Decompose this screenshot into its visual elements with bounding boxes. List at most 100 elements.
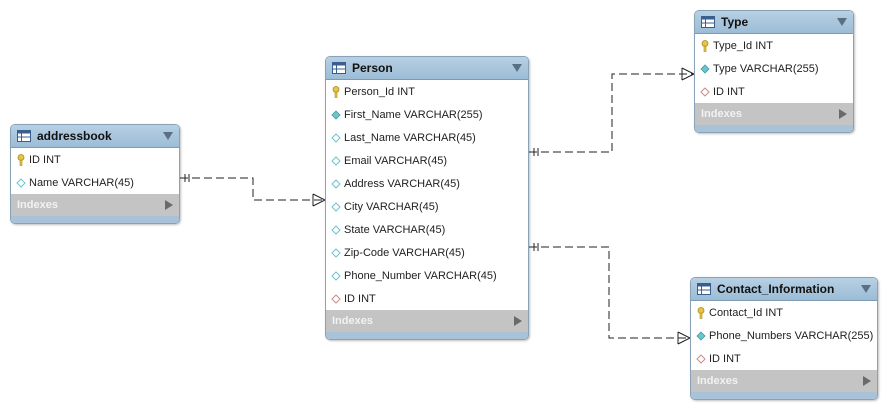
expand-arrow-icon[interactable] [839,109,847,119]
column-row[interactable]: Type_Id INT [695,34,853,57]
column-label: Zip-Code VARCHAR(45) [344,246,465,259]
attribute-diamond-icon [331,132,341,144]
indexes-section[interactable]: Indexes [326,310,528,332]
primary-key-icon [331,85,341,98]
foreign-key-diamond-icon [700,86,710,98]
expand-arrow-icon[interactable] [514,316,522,326]
entity-contact-information[interactable]: Contact_Information Contact_Id INT Phone_… [690,277,878,400]
entity-title: addressbook [37,129,112,143]
column-label: ID INT [713,85,745,98]
column-row[interactable]: State VARCHAR(45) [326,218,528,241]
attribute-diamond-icon [331,247,341,259]
attribute-diamond-icon [16,177,26,189]
column-label: Phone_Numbers VARCHAR(255) [709,329,874,342]
crowfoot-many-mark [312,193,327,207]
relationship-person-contact-information[interactable] [529,243,692,345]
expand-arrow-icon[interactable] [165,200,173,210]
entity-header[interactable]: Contact_Information [691,278,877,301]
filled-diamond-icon [700,63,710,75]
column-row[interactable]: ID INT [691,347,877,370]
entity-person[interactable]: Person Person_Id INT First_Name VARCHAR(2… [325,56,529,340]
table-icon [697,283,711,295]
indexes-section[interactable]: Indexes [691,370,877,392]
column-label: Address VARCHAR(45) [344,177,460,190]
column-list: Contact_Id INT Phone_Numbers VARCHAR(255)… [691,301,877,370]
column-row[interactable]: Contact_Id INT [691,301,877,324]
column-label: State VARCHAR(45) [344,223,446,236]
collapse-arrow-icon[interactable] [512,64,522,72]
indexes-label: Indexes [17,199,58,211]
column-row[interactable]: Last_Name VARCHAR(45) [326,126,528,149]
entity-footer [691,392,877,399]
indexes-section[interactable]: Indexes [11,194,179,216]
column-label: ID INT [344,292,376,305]
filled-diamond-icon [696,330,706,342]
column-label: Person_Id INT [344,85,415,98]
column-row[interactable]: ID INT [11,148,179,171]
filled-diamond-icon [331,109,341,121]
column-label: First_Name VARCHAR(255) [344,108,483,121]
column-label: City VARCHAR(45) [344,200,439,213]
crowfoot-many-mark [677,331,692,345]
column-list: Type_Id INT Type VARCHAR(255) ID INT [695,34,853,103]
indexes-section[interactable]: Indexes [695,103,853,125]
column-label: Type_Id INT [713,39,773,52]
indexes-label: Indexes [697,375,738,387]
entity-addressbook[interactable]: addressbook ID INT Name VARCHAR(45) Index… [10,124,180,224]
column-list: ID INT Name VARCHAR(45) [11,148,179,194]
column-row[interactable]: Name VARCHAR(45) [11,171,179,194]
attribute-diamond-icon [331,201,341,213]
column-row[interactable]: First_Name VARCHAR(255) [326,103,528,126]
primary-key-icon [696,306,706,319]
entity-header[interactable]: Person [326,57,528,80]
attribute-diamond-icon [331,178,341,190]
column-label: Last_Name VARCHAR(45) [344,131,476,144]
indexes-label: Indexes [701,108,742,120]
column-label: ID INT [29,153,61,166]
column-row[interactable]: City VARCHAR(45) [326,195,528,218]
entity-title: Type [721,15,749,29]
crowfoot-many-mark [681,67,696,81]
collapse-arrow-icon[interactable] [837,18,847,26]
column-label: Email VARCHAR(45) [344,154,448,167]
column-row[interactable]: ID INT [695,80,853,103]
column-list: Person_Id INT First_Name VARCHAR(255) Last… [326,80,528,310]
entity-header[interactable]: Type [695,11,853,34]
column-label: ID INT [709,352,741,365]
entity-footer [326,332,528,339]
column-row[interactable]: Phone_Number VARCHAR(45) [326,264,528,287]
attribute-diamond-icon [331,155,341,167]
column-label: Type VARCHAR(255) [713,62,819,75]
attribute-diamond-icon [331,270,341,282]
column-label: Name VARCHAR(45) [29,176,134,189]
relationship-person-type[interactable] [529,67,696,156]
indexes-label: Indexes [332,315,373,327]
foreign-key-diamond-icon [696,353,706,365]
entity-header[interactable]: addressbook [11,125,179,148]
column-row[interactable]: Person_Id INT [326,80,528,103]
table-icon [701,16,715,28]
table-icon [332,62,346,74]
column-row[interactable]: Type VARCHAR(255) [695,57,853,80]
table-icon [17,130,31,142]
foreign-key-diamond-icon [331,293,341,305]
column-row[interactable]: Email VARCHAR(45) [326,149,528,172]
column-row[interactable]: Address VARCHAR(45) [326,172,528,195]
entity-title: Person [352,61,393,75]
entity-footer [11,216,179,223]
primary-key-icon [16,153,26,166]
column-label: Contact_Id INT [709,306,783,319]
entity-title: Contact_Information [717,282,835,296]
collapse-arrow-icon[interactable] [861,285,871,293]
relationship-addressbook-person[interactable] [180,174,327,207]
expand-arrow-icon[interactable] [863,376,871,386]
column-row[interactable]: Zip-Code VARCHAR(45) [326,241,528,264]
collapse-arrow-icon[interactable] [163,132,173,140]
column-row[interactable]: Phone_Numbers VARCHAR(255) [691,324,877,347]
column-label: Phone_Number VARCHAR(45) [344,269,497,282]
primary-key-icon [700,39,710,52]
column-row[interactable]: ID INT [326,287,528,310]
entity-footer [695,125,853,132]
